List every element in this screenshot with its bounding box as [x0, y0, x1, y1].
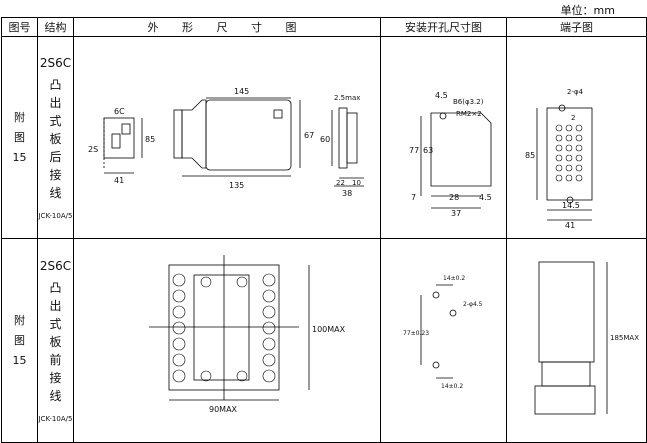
mount-dim-63: 63 [423, 146, 433, 155]
figure-no-cell: 附 图 15 [1, 36, 38, 239]
unit-label: 单位：mm [560, 4, 615, 17]
figure-no-char: 图 [14, 130, 25, 144]
mount-dim-4-5b: 4.5 [479, 193, 492, 202]
outline-drawing-rear: 6C 2S 41 85 145 135 67 2.5max 60 22 10 3… [88, 87, 364, 198]
term-dim-85: 85 [525, 151, 535, 160]
outline-drawing-cell: 6C 2S 41 85 145 135 67 2.5max 60 22 10 3… [73, 36, 381, 239]
mount-dim-77: 77±0.23 [403, 330, 429, 337]
mount-rm: RM2×2 [456, 110, 482, 118]
term-phi4: 2-φ4 [567, 88, 584, 96]
structure-char: 线 [49, 388, 62, 403]
dim-100max: 100MAX [312, 325, 346, 334]
structure-char: 接 [49, 370, 62, 385]
structure-char: 前 [49, 352, 62, 367]
header-mounting: 安装开孔尺寸图 [380, 17, 507, 37]
mount-dim-14b: 14±0.2 [441, 383, 463, 390]
structure-char: 出 [49, 298, 62, 313]
dim-2-5max: 2.5max [334, 94, 360, 102]
header-figure-no: 图号 [1, 17, 38, 37]
term-label-2: 2 [571, 114, 575, 122]
dim-85: 85 [145, 135, 155, 144]
structure-char: 出 [49, 95, 62, 110]
structure-code: 2S6C [39, 55, 72, 70]
dim-90max: 90MAX [209, 405, 238, 414]
mount-dim-37: 37 [451, 209, 461, 218]
figure-no-char: 15 [12, 150, 27, 164]
terminal-drawing-rear: 2-φ4 2 85 14.5 41 [525, 88, 593, 230]
dim-6c: 6C [114, 107, 125, 116]
outline-drawing-front: 100MAX 90MAX [149, 254, 346, 414]
model-code: JCK-10A/5 [38, 414, 73, 423]
figure-no-char: 附 [14, 313, 25, 327]
structure-char: 板 [49, 131, 62, 146]
figure-no-cell: 附 图 15 [1, 238, 38, 443]
term-dim-14-5: 14.5 [562, 201, 580, 210]
terminal-drawing-front: 185MAX [534, 261, 639, 414]
header-outline: 外 形 尺 寸 图 [73, 17, 381, 37]
dim-41: 41 [114, 176, 124, 185]
structure-cell: 2S6C 凸 出 式 板 后 接 线 JCK-10A/5 [37, 36, 74, 239]
figure-no-char: 15 [12, 353, 27, 367]
terminal-drawing-cell: 2-φ4 2 85 14.5 41 [506, 36, 647, 239]
model-code: JCK-10A/5 [38, 211, 73, 220]
mounting-drawing-rear: 4.5 B6(φ3.2) RM2×2 77 63 7 28 4.5 37 [409, 91, 492, 218]
mounting-drawing-cell: 4.5 B6(φ3.2) RM2×2 77 63 7 28 4.5 37 [380, 36, 507, 239]
term-dim-41: 41 [565, 221, 575, 230]
mount-dim-28: 28 [449, 193, 459, 202]
dim-2s: 2S [88, 145, 98, 154]
structure-char: 式 [49, 316, 62, 331]
mount-phi4-5: 2-φ4.5 [463, 301, 483, 308]
spec-table: 图号 结构 外 形 尺 寸 图 安装开孔尺寸图 端子图 附 图 15 2S6C … [1, 17, 647, 443]
dim-60: 60 [320, 135, 330, 144]
structure-cell: 2S6C 凸 出 式 板 前 接 线 JCK-10A/5 [37, 238, 74, 443]
dim-38: 38 [342, 189, 352, 198]
terminal-drawing-cell: 185MAX [506, 238, 647, 443]
header-structure: 结构 [37, 17, 74, 37]
structure-char: 凸 [49, 77, 62, 92]
outline-drawing-cell: 100MAX 90MAX [73, 238, 381, 443]
mount-dim-77: 77 [409, 146, 419, 155]
structure-char: 式 [49, 113, 62, 128]
dim-10: 10 [352, 179, 361, 187]
structure-char: 接 [49, 167, 62, 182]
term-dim-185max: 185MAX [610, 334, 639, 342]
dim-22: 22 [336, 179, 345, 187]
structure-char: 板 [49, 334, 62, 349]
mount-dim-4-5a: 4.5 [435, 91, 448, 100]
mounting-drawing-front: 14±0.2 2-φ4.5 77±0.23 14±0.2 [403, 275, 483, 390]
figure-no-char: 附 [14, 110, 25, 124]
structure-char: 线 [49, 185, 62, 200]
structure-char: 凸 [49, 280, 62, 295]
table-row: 附 图 15 2S6C 凸 出 式 板 前 接 线 JCK-10A/5 [1, 238, 647, 443]
structure-char: 后 [49, 149, 62, 164]
header-terminal: 端子图 [506, 17, 647, 37]
mount-hole: B6(φ3.2) [453, 98, 484, 106]
dim-135: 135 [229, 181, 244, 190]
mount-dim-7: 7 [411, 193, 416, 202]
dim-67: 67 [304, 131, 314, 140]
header-row: 图号 结构 外 形 尺 寸 图 安装开孔尺寸图 端子图 [1, 17, 647, 37]
dim-145: 145 [234, 87, 249, 96]
structure-code: 2S6C [39, 258, 72, 273]
mount-dim-14a: 14±0.2 [443, 275, 465, 282]
figure-no-char: 图 [14, 333, 25, 347]
mounting-drawing-cell: 14±0.2 2-φ4.5 77±0.23 14±0.2 [380, 238, 507, 443]
table-row: 附 图 15 2S6C 凸 出 式 板 后 接 线 JCK-10A/5 [1, 36, 647, 239]
